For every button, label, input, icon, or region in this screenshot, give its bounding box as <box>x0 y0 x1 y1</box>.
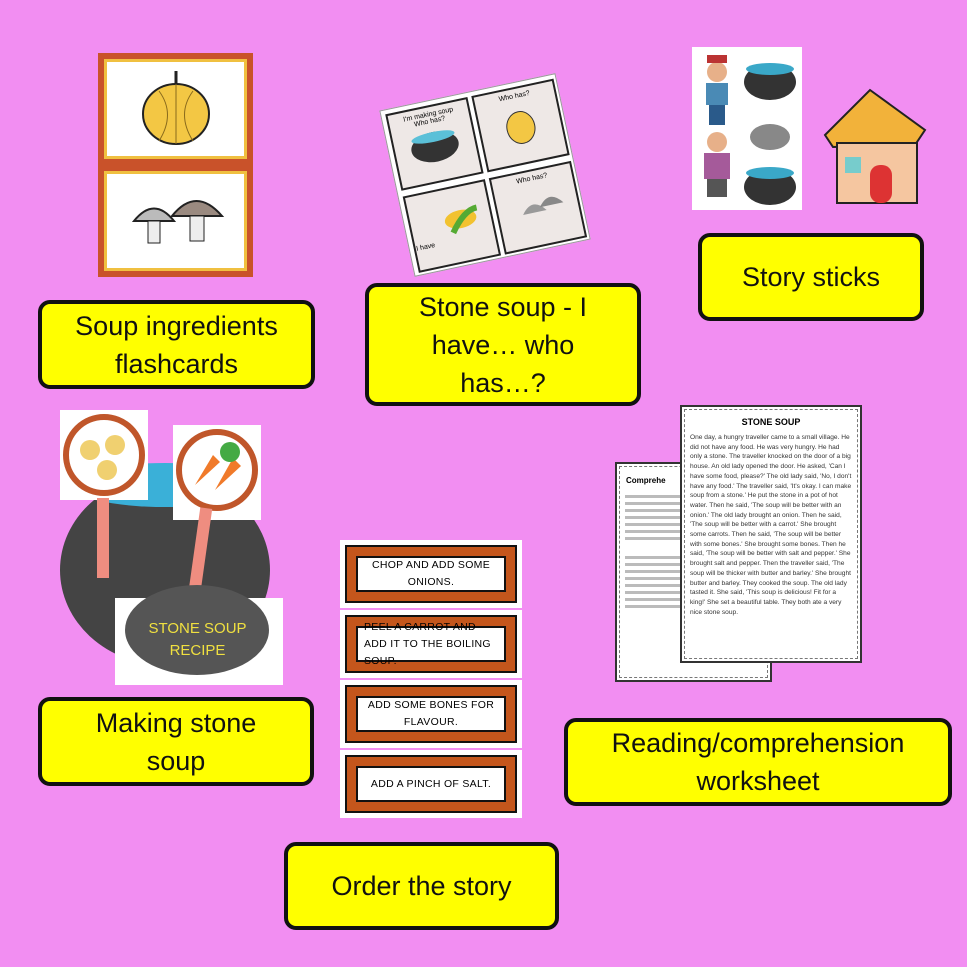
old-lady-icon <box>704 132 730 197</box>
flashcards-label: Soup ingredients flashcards <box>38 300 315 389</box>
comprehension-title: Comprehe <box>626 476 666 485</box>
story-text: One day, a hungry traveller came to a sm… <box>690 434 852 616</box>
order-card: CHOP AND ADD SOME ONIONS. <box>340 540 522 608</box>
mushroom-icon <box>131 200 225 244</box>
house-icon <box>823 88 927 204</box>
order-card-text: ADD SOME BONES FOR FLAVOUR. <box>356 696 506 732</box>
order-card: ADD SOME BONES FOR FLAVOUR. <box>340 680 522 748</box>
order-card: ADD A PINCH OF SALT. <box>340 750 522 818</box>
worksheet-label: Reading/comprehension worksheet <box>564 718 952 806</box>
order-card-text: CHOP AND ADD SOME ONIONS. <box>356 556 506 592</box>
making-soup-image: STONE SOUP RECIPE <box>55 410 285 686</box>
corn-icon <box>444 204 477 235</box>
pot-icon <box>744 167 796 205</box>
onion-icon <box>142 71 210 145</box>
onion-flashcard <box>98 53 253 165</box>
carrot-icon <box>176 429 258 511</box>
onion-icon <box>63 414 145 496</box>
story-sheet: STONE SOUP One day, a hungry traveller c… <box>680 405 862 663</box>
order-card: PEEL A CARROT AND ADD IT TO THE BOILING … <box>340 610 522 678</box>
story-sticks-image <box>692 47 802 210</box>
order-card-text: ADD A PINCH OF SALT. <box>356 766 506 802</box>
pot-icon <box>744 63 796 100</box>
stone-icon <box>750 124 790 150</box>
order-card-text: PEEL A CARROT AND ADD IT TO THE BOILING … <box>356 621 506 667</box>
mushroom-icon <box>523 196 564 215</box>
card-text: I have <box>415 241 436 253</box>
story-sticks-label: Story sticks <box>698 233 924 321</box>
making-soup-label: Making stone soup <box>38 697 314 786</box>
onion-icon <box>506 111 536 144</box>
pot-icon <box>411 130 459 163</box>
story-title: STONE SOUP <box>741 417 801 427</box>
recipe-title: STONE SOUP RECIPE <box>148 620 247 659</box>
traveller-icon <box>706 55 728 125</box>
mushroom-flashcard <box>98 165 253 277</box>
order-label: Order the story <box>284 842 559 930</box>
i-have-label: Stone soup - I have… who has…? <box>365 283 641 406</box>
